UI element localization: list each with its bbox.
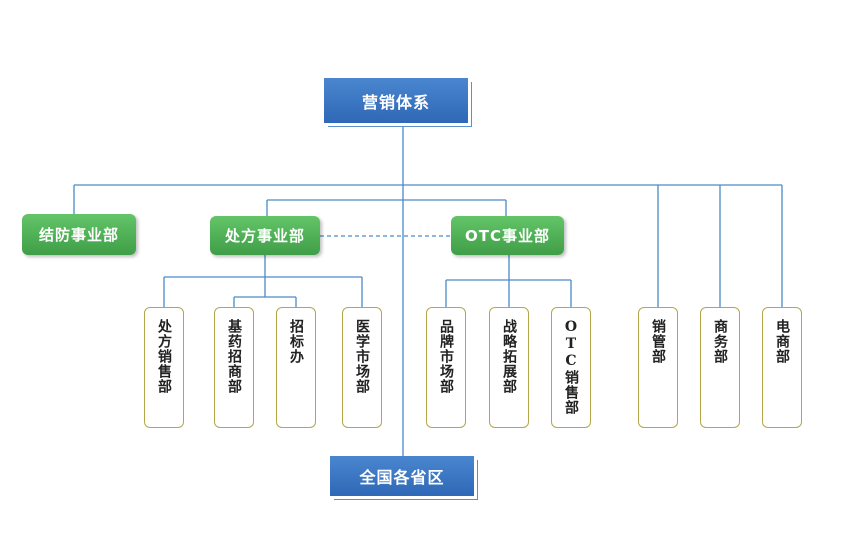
department-node: 电商部 (762, 307, 802, 428)
department-label: 医学市场部 (354, 319, 370, 394)
division-node-prescription: 处方事业部 (210, 216, 320, 255)
bottom-node-label: 全国各省区 (359, 468, 445, 487)
department-label: 电商部 (774, 319, 790, 364)
department-node: 战略拓展部 (489, 307, 529, 428)
department-node: 处方销售部 (144, 307, 184, 428)
department-label: OTC销售部 (563, 319, 579, 415)
department-label: 销管部 (650, 319, 666, 364)
bottom-node: 全国各省区 (330, 456, 474, 496)
root-node-label: 营销体系 (361, 92, 430, 112)
department-node: 销管部 (638, 307, 678, 428)
division-label: 结防事业部 (38, 226, 119, 244)
department-node: 招标办 (276, 307, 316, 428)
division-node-tb: 结防事业部 (22, 214, 136, 255)
department-label: 基药招商部 (226, 319, 242, 394)
department-node: 基药招商部 (214, 307, 254, 428)
division-label: 处方事业部 (224, 227, 305, 245)
department-node: OTC销售部 (551, 307, 591, 428)
department-label: 招标办 (288, 319, 304, 364)
division-label: OTC事业部 (465, 227, 550, 245)
department-label: 商务部 (712, 319, 728, 364)
department-node: 品牌市场部 (426, 307, 466, 428)
department-node: 医学市场部 (342, 307, 382, 428)
department-label: 战略拓展部 (501, 319, 517, 394)
root-node: 营销体系 (324, 78, 468, 123)
department-label: 处方销售部 (156, 319, 172, 394)
division-node-otc: OTC事业部 (451, 216, 564, 255)
department-node: 商务部 (700, 307, 740, 428)
department-label: 品牌市场部 (438, 319, 454, 394)
